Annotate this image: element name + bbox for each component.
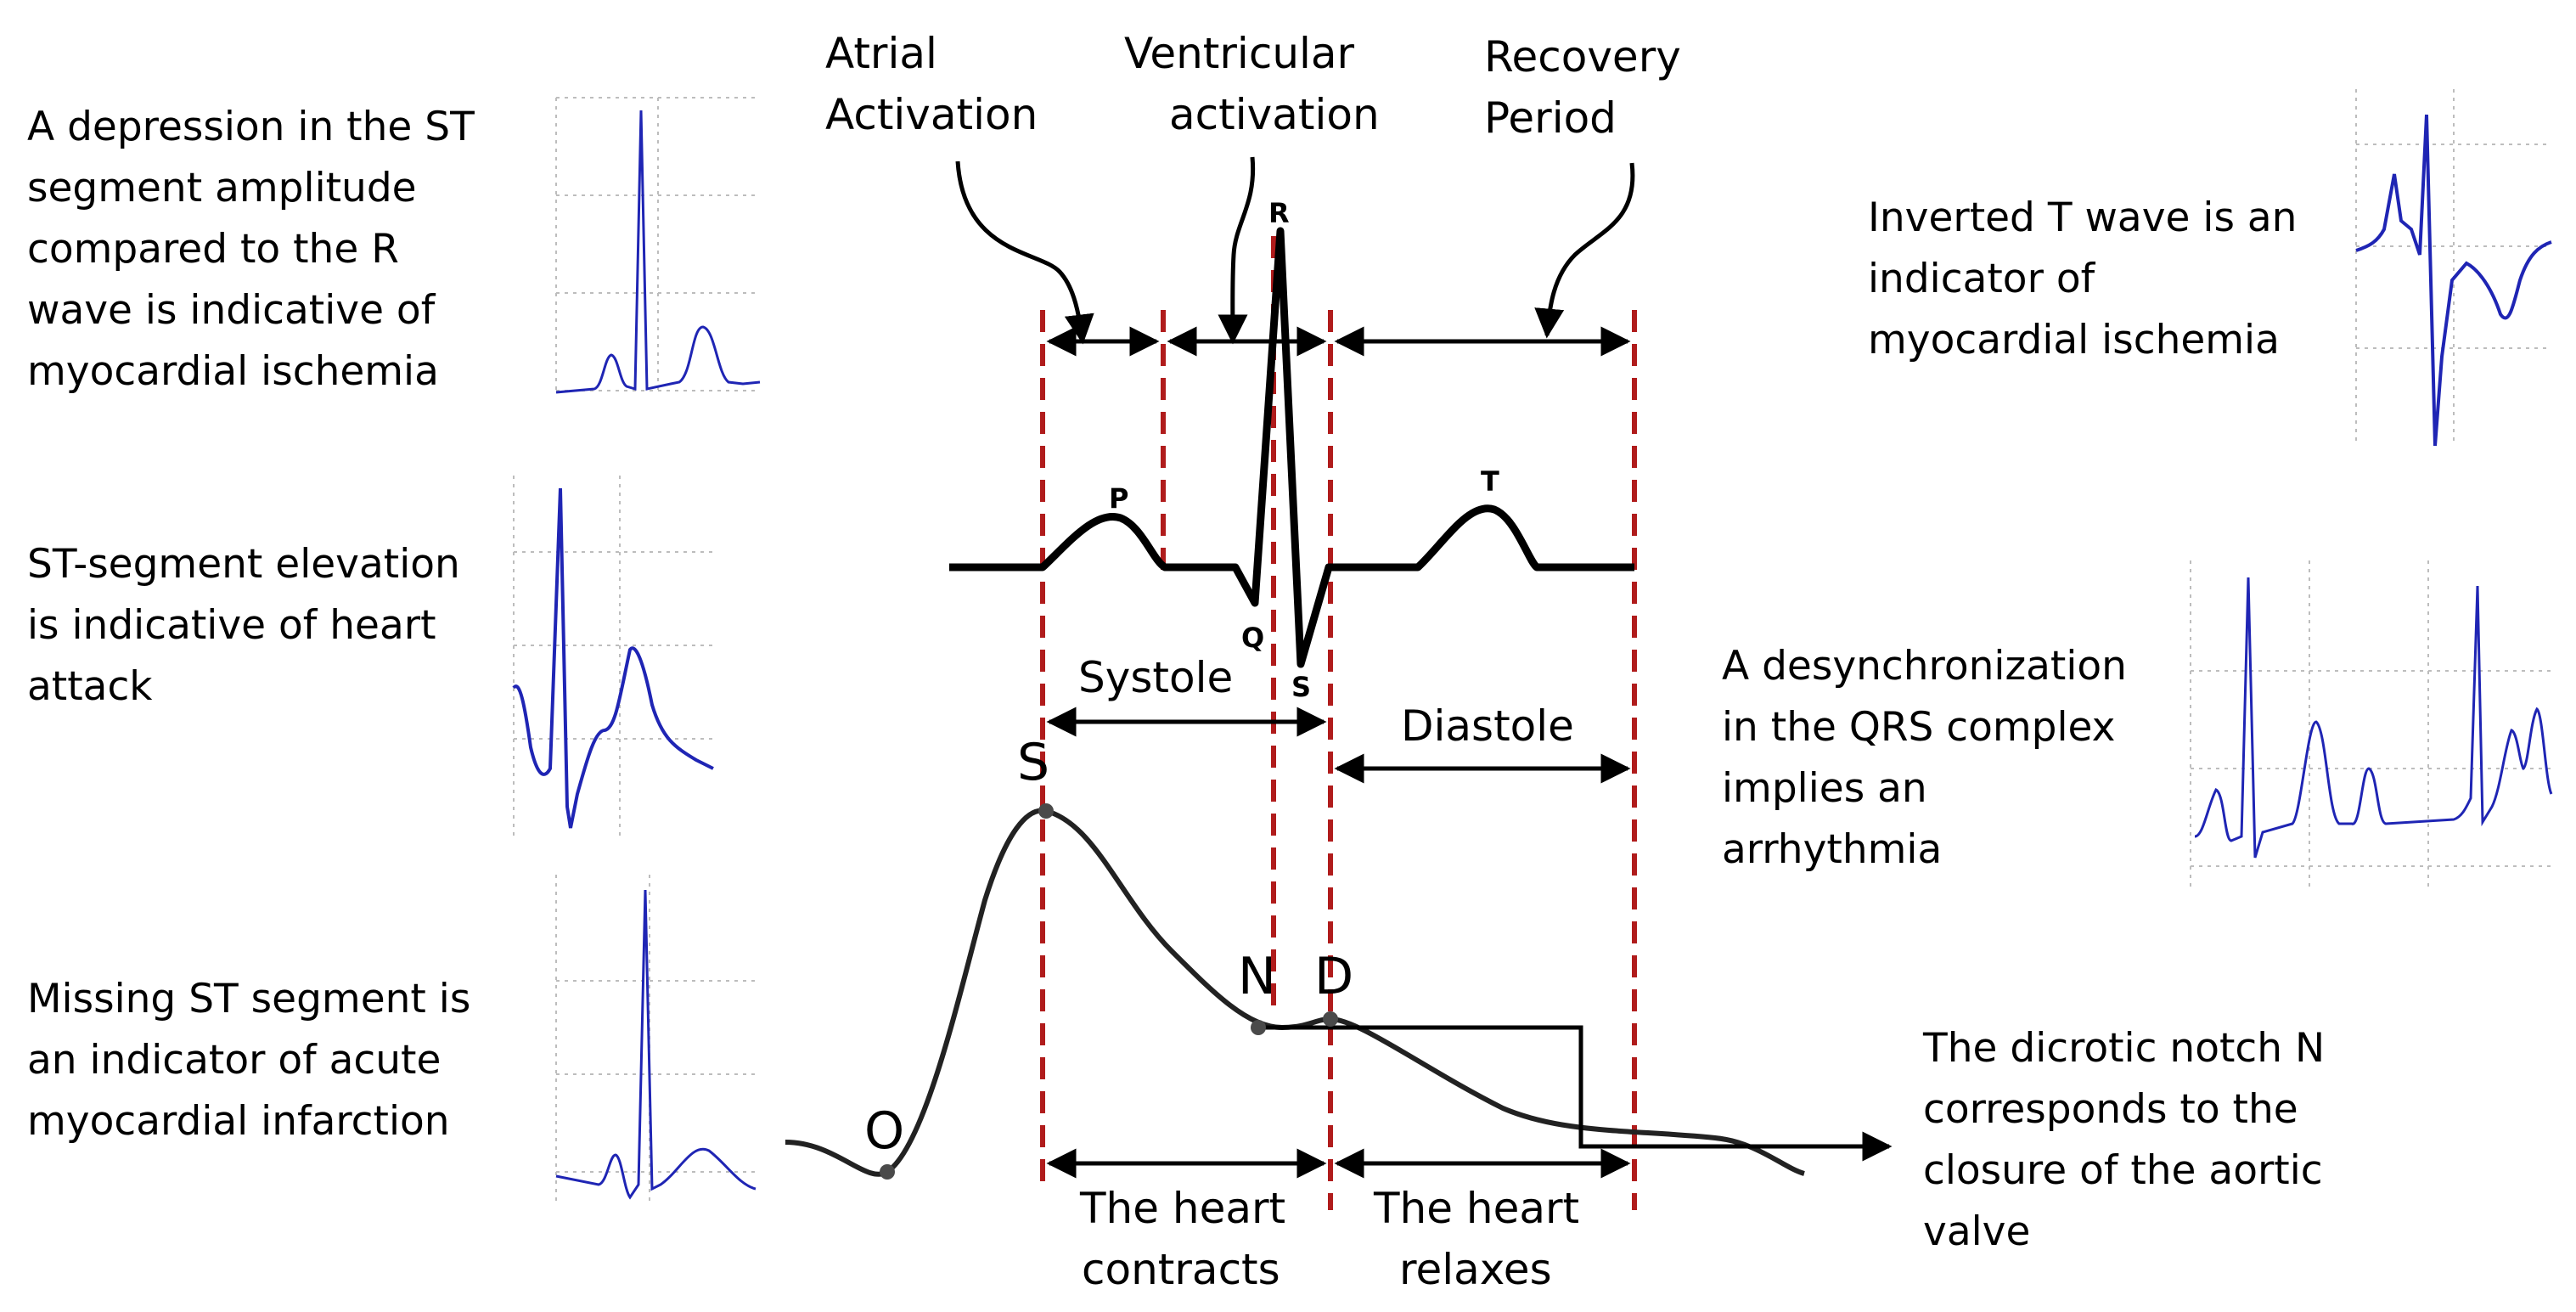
st-elevation-note: ST-segment elevation is indicative of he… [27, 541, 473, 710]
qrs-desync-note: A desynchronization in the QRS complex i… [1722, 643, 2140, 873]
pressure-s-label: S [1017, 733, 1049, 792]
t-wave-label: T [1481, 465, 1499, 498]
ecg-wave-labels: P R Q S T [1109, 197, 1499, 703]
recovery-pointer [1534, 162, 1635, 339]
node-o [880, 1164, 895, 1180]
st-depression-ecg-icon [555, 97, 761, 395]
left-notes: A depression in the ST segment amplitude… [27, 104, 487, 1145]
phase-boundaries [1040, 236, 1637, 1210]
missing-st-note: Missing ST segment is an indicator of ac… [27, 976, 483, 1145]
atrial-pointer [955, 160, 1094, 345]
st-depression-note: A depression in the ST segment amplitude… [27, 104, 487, 395]
p-wave-label: P [1109, 482, 1128, 515]
phase-pointers [955, 156, 1635, 345]
recovery-period-label: Recovery Period [1484, 32, 1695, 143]
r-wave-label: R [1268, 197, 1290, 229]
heart-contracts-label: The heart contracts [1079, 1184, 1299, 1294]
missing-st-ecg-icon [555, 875, 756, 1206]
pressure-d-label: D [1314, 947, 1353, 1006]
ventricular-pointer [1218, 156, 1256, 345]
heart-relaxes-label: The heart relaxes [1373, 1184, 1593, 1294]
atrial-activation-label: Atrial Activation [825, 29, 1038, 139]
pressure-step-line [1258, 1025, 1859, 1149]
systole-label: Systole [1078, 653, 1233, 702]
qrs-desync-ecg-icon [2190, 560, 2553, 887]
ecg-waveform [949, 227, 1634, 668]
q-wave-label: Q [1241, 622, 1264, 654]
cycle-arrows [1046, 707, 1631, 784]
heart-labels: The heart contracts The heart relaxes [1079, 1184, 1593, 1294]
node-d [1323, 1011, 1338, 1027]
phase-labels: Atrial Activation Ventricular activation… [825, 29, 1695, 143]
pressure-nodes [880, 803, 1338, 1180]
pressure-o-label: O [864, 1101, 904, 1161]
right-notes: Inverted T wave is an indicator of myoca… [1722, 194, 2337, 1255]
pressure-labels: O S N D [864, 733, 1353, 1161]
inverted-t-ecg-icon [2355, 89, 2552, 447]
diastole-label: Diastole [1401, 701, 1574, 751]
st-elevation-ecg-icon [512, 476, 714, 836]
s-wave-label: S [1291, 671, 1311, 703]
ventricular-activation-label: Ventricular activation [1124, 29, 1380, 139]
node-s [1038, 803, 1054, 819]
node-n [1251, 1020, 1266, 1035]
pressure-curve [785, 808, 1805, 1177]
inverted-t-note: Inverted T wave is an indicator of myoca… [1868, 194, 2309, 363]
pressure-n-label: N [1238, 947, 1276, 1006]
dicrotic-notch-note: The dicrotic notch N corresponds to the … [1922, 1025, 2337, 1255]
